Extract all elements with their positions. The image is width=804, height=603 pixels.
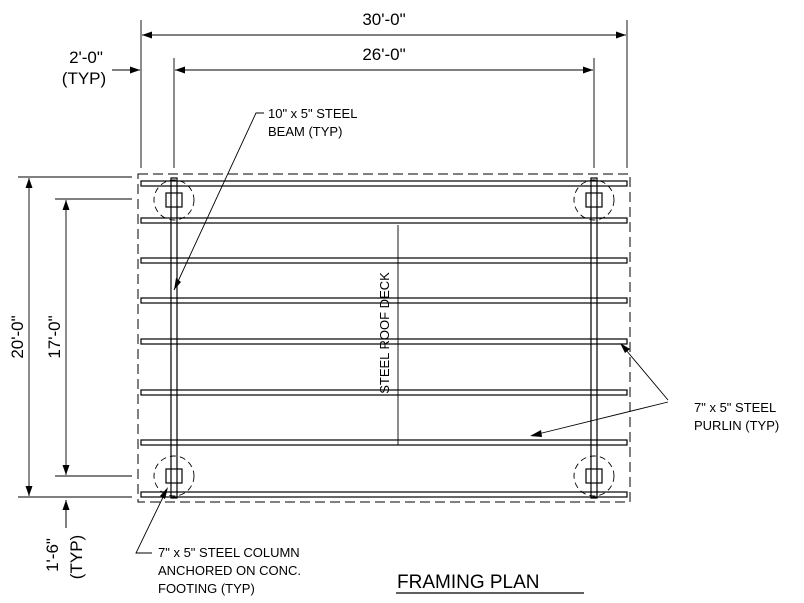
dim-span-width: 26'-0" [362,45,405,64]
dim-edge-offset: 1'-6" [43,538,62,572]
beam-left [170,177,178,499]
dim-overhang: 2'-0" [69,48,103,67]
column-section [165,192,183,208]
beams [170,177,598,499]
dim-span-depth: 17'-0" [45,315,64,358]
dim-overall-depth: 20'-0" [8,315,27,358]
purlin-7 [140,439,628,446]
leader-column [135,490,167,554]
label-deck: STEEL ROOF DECK [377,272,392,394]
beam-right [590,177,598,499]
footing-outline [153,179,195,221]
deck-outline [137,173,631,503]
purlins [140,180,628,498]
column-web [590,468,598,484]
leader-beam [173,112,264,291]
dim-overhang-typ: (TYP) [62,69,106,88]
label-beam-line2: BEAM (TYP) [268,124,342,139]
drawing-title: FRAMING PLAN [397,572,540,593]
column-section [165,468,183,484]
column-web [170,468,178,484]
label-beam-line1: 10" x 5" STEEL [268,106,357,121]
purlin-1 [140,180,628,187]
leader-purlin-1 [625,349,669,401]
label-column-line2: ANCHORED ON CONC. [158,563,301,578]
dim-overall-width: 30'-0" [362,10,405,29]
column-section [585,192,603,208]
column-1 [153,179,195,221]
purlin-4 [140,297,628,304]
purlin-2 [140,217,628,224]
column-3 [153,455,195,497]
purlin-8 [140,491,628,498]
column-web [590,192,598,208]
footing-outline [573,179,615,221]
purlin-5 [140,338,628,345]
purlin-3 [140,257,628,264]
label-column-line1: 7" x 5" STEEL COLUMN [158,545,300,560]
dim-edge-offset-typ: (TYP) [67,535,86,579]
footing-outline [573,455,615,497]
purlin-6 [140,389,628,396]
column-4 [573,455,615,497]
label-column-line3: FOOTING (TYP) [158,581,255,596]
columns [153,179,615,497]
footing-outline [153,455,195,497]
column-section [585,468,603,484]
leader-purlin-2 [537,401,669,435]
column-web [170,192,178,208]
label-purlin-line1: 7" x 5" STEEL [694,400,776,415]
column-2 [573,179,615,221]
extension-lines [18,20,628,498]
label-purlin-line2: PURLIN (TYP) [694,418,779,433]
